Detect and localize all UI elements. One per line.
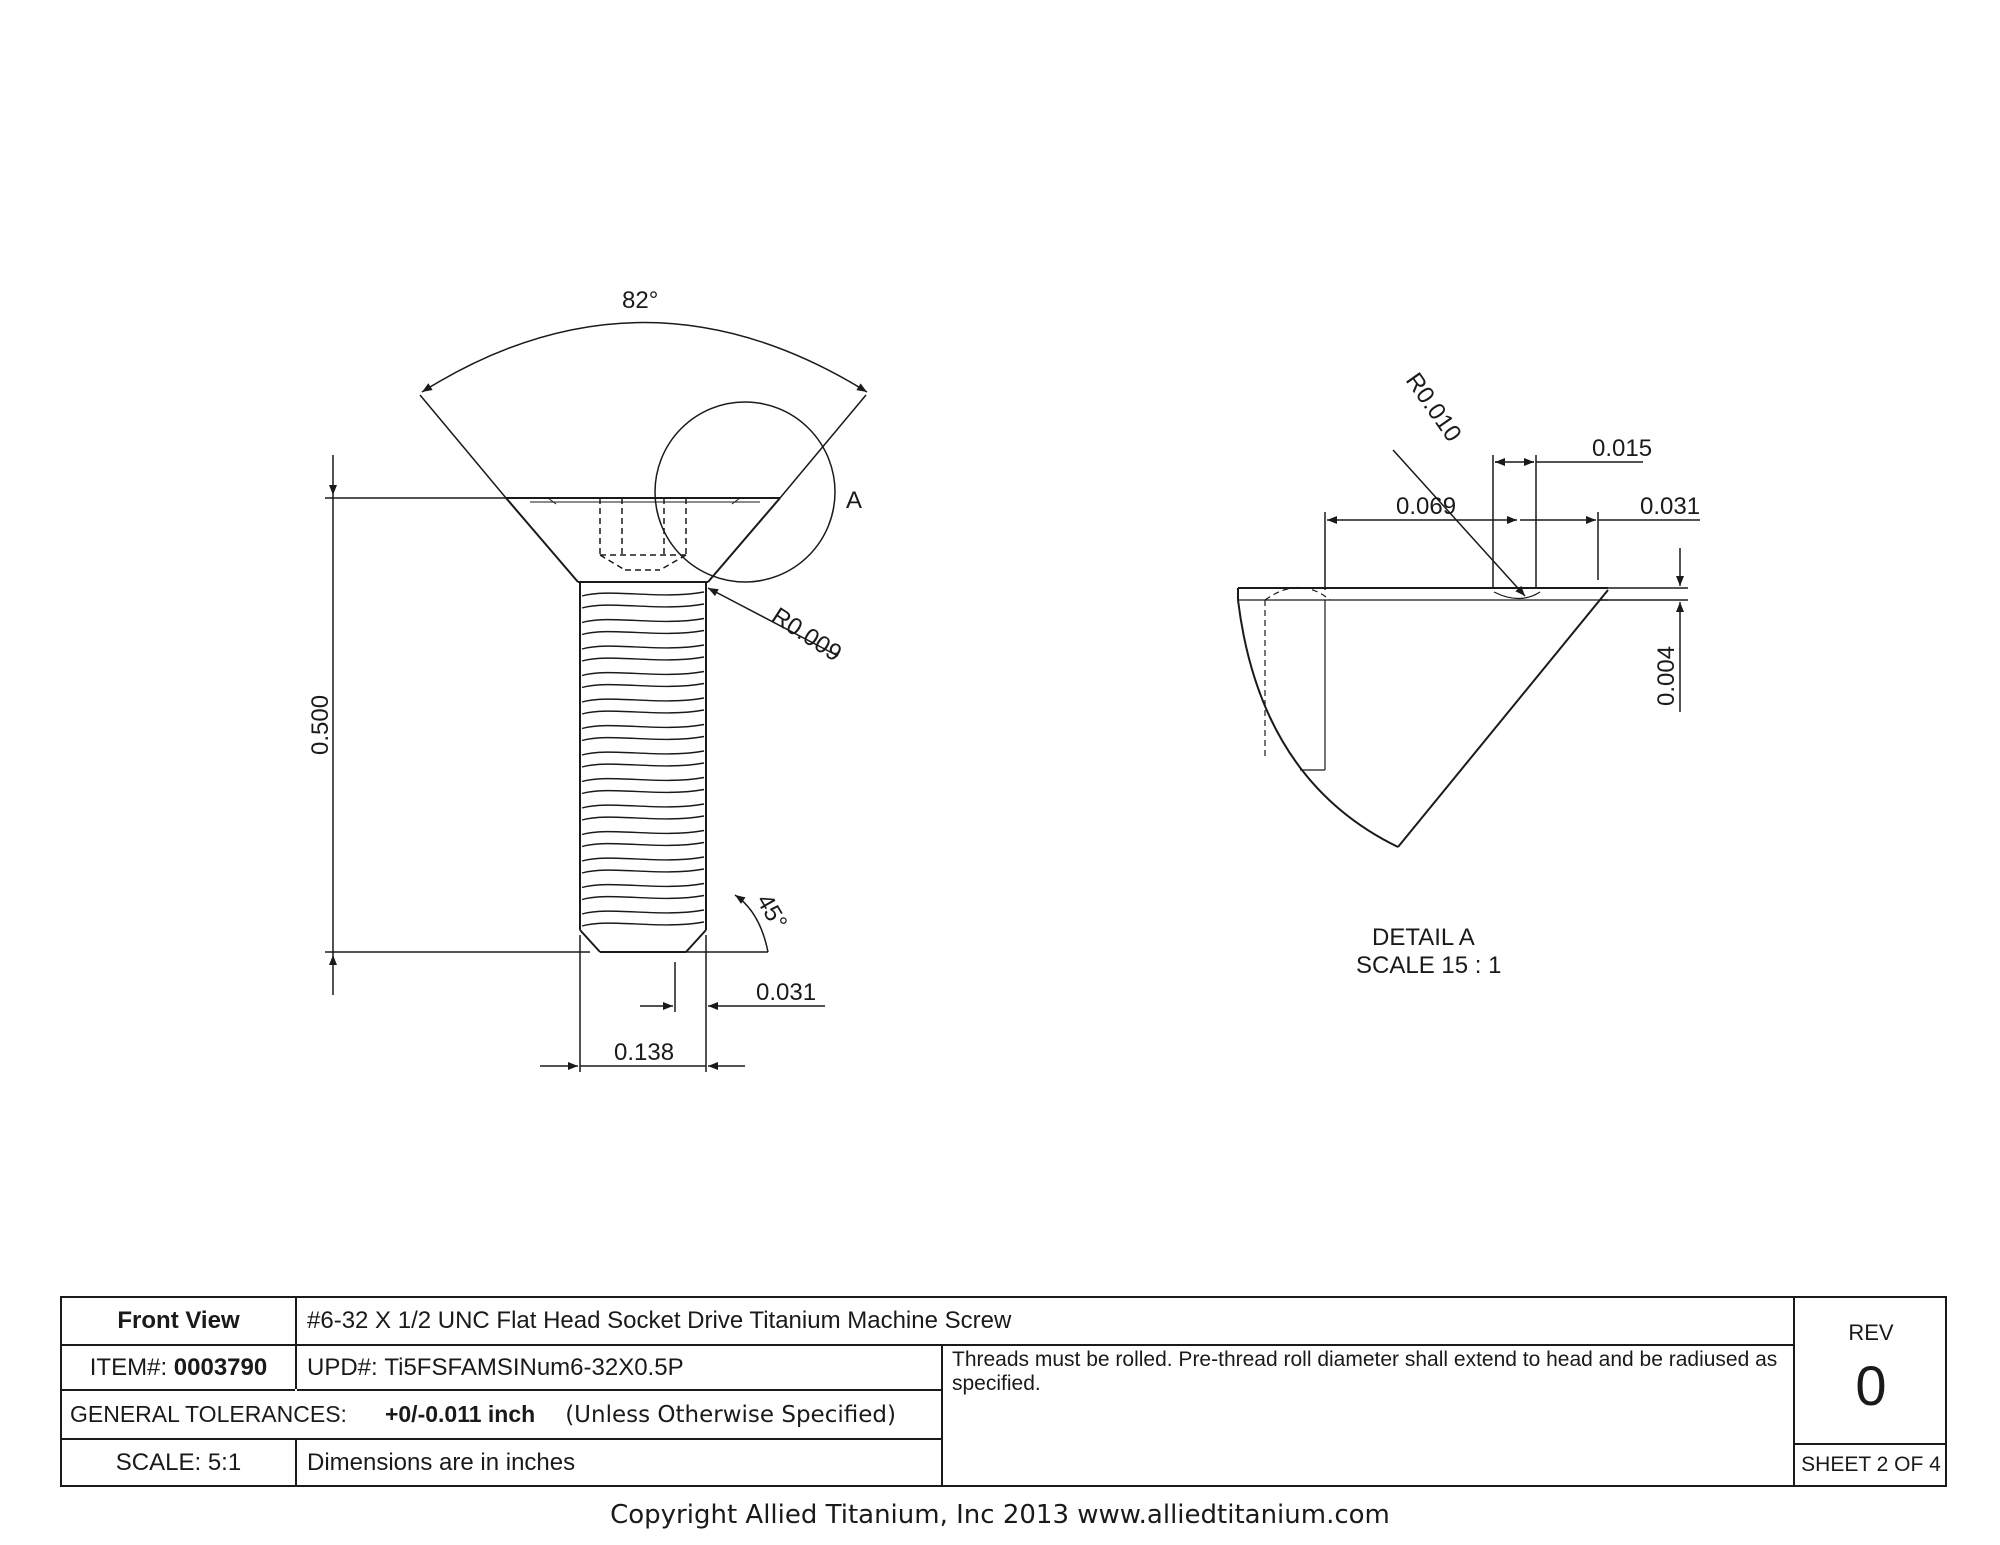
notes: Threads must be rolled. Pre-thread roll … [952, 1348, 1778, 1395]
r009-label: R0.009 [767, 602, 847, 667]
thread-crest [581, 803, 705, 821]
item-label: ITEM#: [89, 1353, 168, 1381]
thread-crest [581, 909, 705, 927]
detail-a-labels: R0.010 0.015 0.069 0.031 0.004 DETAIL A … [1356, 368, 1700, 979]
dim-031 [1520, 512, 1700, 580]
thread-crest [581, 750, 705, 768]
detail-caption-line1: DETAIL A [1372, 924, 1475, 951]
upd-number-value: Ti5FSFAMSINum6-32X0.5P [384, 1353, 684, 1381]
diameter-label: 0.138 [614, 1039, 674, 1066]
thread-crest [581, 829, 705, 848]
chamfer-angle-label: 45° [751, 890, 793, 935]
thread-crest [581, 776, 705, 795]
r010-leader [1392, 449, 1526, 597]
upd-label: UPD#: [307, 1353, 378, 1381]
thread-crest [581, 856, 705, 874]
rev-label: REV [1848, 1320, 1894, 1345]
dim-069-label: 0.069 [1396, 493, 1456, 520]
thread-crest [581, 882, 705, 901]
dim-004 [1600, 548, 1688, 712]
general-tolerances: GENERAL TOLERANCES: +0/-0.011 inch (Unle… [70, 1391, 940, 1438]
tolerance-value: +0/-0.011 inch [384, 1401, 536, 1427]
item-number: ITEM#: 0003790 [62, 1346, 295, 1389]
angle-82-dimension [419, 321, 868, 499]
scale: SCALE: 5:1 [115, 1448, 242, 1476]
chamfer-dimension [640, 935, 825, 1072]
part-description: #6-32 X 1/2 UNC Flat Head Socket Drive T… [307, 1307, 1012, 1334]
length-dimension [325, 455, 590, 995]
title-block: Front View #6-32 X 1/2 UNC Flat Head Soc… [60, 1296, 1947, 1487]
sheet-number: SHEET 2 OF 4 [1801, 1453, 1941, 1476]
tolerance-note: (Unless Otherwise Specified) [565, 1401, 896, 1428]
screw-head [505, 497, 781, 583]
tolerance-label: GENERAL TOLERANCES: [70, 1401, 347, 1427]
diameter-dimension [540, 935, 745, 1072]
threaded-shank [579, 582, 707, 953]
dim-004-label: 0.004 [1653, 646, 1680, 706]
detail-caption-line2: SCALE 15 : 1 [1356, 952, 1501, 979]
thread-crest [581, 644, 705, 662]
thread-crest [581, 697, 705, 715]
detail-a-view [1237, 449, 1700, 848]
thread-crest [581, 723, 705, 742]
dim-015-label: 0.015 [1592, 435, 1652, 462]
front-view [325, 321, 868, 1072]
chamfer-angle-dimension [686, 894, 769, 953]
thread-crest [581, 670, 705, 689]
view-name: Front View [117, 1307, 240, 1334]
upd-number: UPD#: Ti5FSFAMSINum6-32X0.5P [307, 1346, 937, 1389]
dim-015 [1492, 455, 1643, 588]
hex-socket-hidden [599, 498, 687, 571]
length-label: 0.500 [307, 695, 334, 755]
detail-a-callout: A [846, 487, 862, 514]
r009-leader [707, 587, 839, 657]
rev-value: 0 [1855, 1353, 1887, 1417]
detail-a-circle [654, 401, 836, 583]
dim-069 [1324, 512, 1517, 590]
front-view-labels: 82° A R0.009 0.500 45° 0.031 0.138 [307, 287, 862, 1066]
item-number-value: 0003790 [173, 1353, 268, 1381]
units-note: Dimensions are in inches [307, 1448, 576, 1476]
angle-82-label: 82° [622, 287, 658, 314]
r010-label: R0.010 [1400, 368, 1467, 447]
copyright: Copyright Allied Titanium, Inc 2013 www.… [610, 1500, 1390, 1530]
dim-031-label: 0.031 [1640, 493, 1700, 520]
thread-crest [581, 591, 705, 609]
chamfer-label: 0.031 [756, 979, 816, 1006]
thread-crest [581, 617, 705, 636]
